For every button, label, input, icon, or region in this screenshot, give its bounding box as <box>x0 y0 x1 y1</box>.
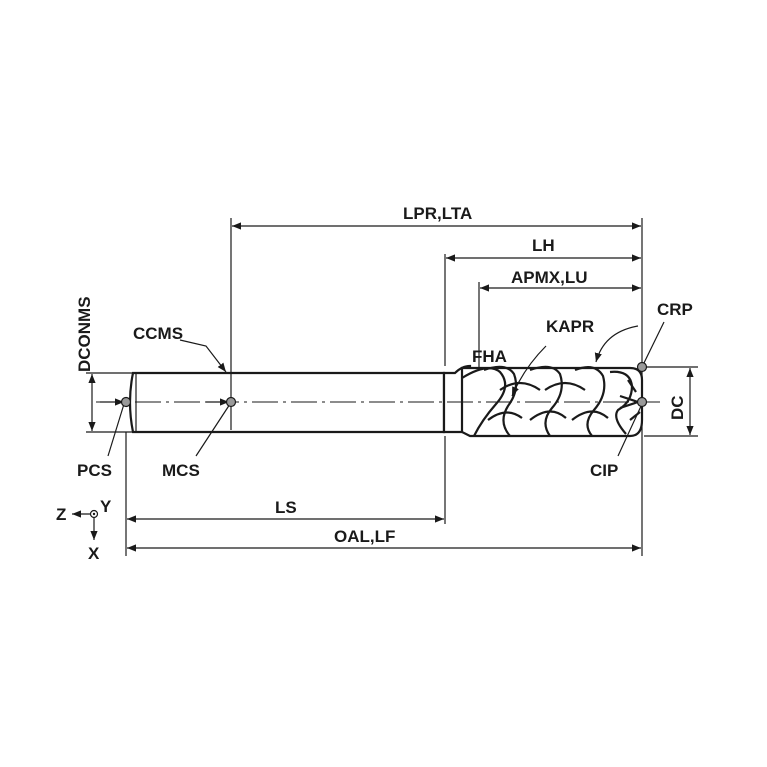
coordinate-system-icon <box>72 509 99 540</box>
pcs-leader <box>107 403 125 457</box>
apmx-lu-label: APMX,LU <box>511 268 588 287</box>
kapr-label: KAPR <box>546 317 594 336</box>
mcs-leader <box>195 403 231 457</box>
pcs-point <box>120 396 132 408</box>
cip-leader <box>617 403 643 457</box>
crp-leader <box>641 321 665 368</box>
ccms-leader <box>179 339 227 373</box>
axis-z-label: Z <box>56 505 66 524</box>
dconms-label: DCONMS <box>75 296 94 372</box>
lpr-lta-label: LPR,LTA <box>403 204 472 223</box>
cip-point <box>636 396 648 408</box>
crp-label: CRP <box>657 300 693 319</box>
lh-label: LH <box>532 236 555 255</box>
kapr-angle-arc <box>594 325 639 363</box>
cip-label: CIP <box>590 461 618 480</box>
fha-label: FHA <box>472 347 507 366</box>
axis-x-label: X <box>88 544 100 563</box>
ls-label: LS <box>275 498 297 517</box>
dc-label: DC <box>668 395 687 420</box>
oal-lf-label: OAL,LF <box>334 527 395 546</box>
pcs-label: PCS <box>77 461 112 480</box>
mcs-label: MCS <box>162 461 200 480</box>
ccms-label: CCMS <box>133 324 183 343</box>
mcs-point <box>225 396 237 408</box>
tool-flutes <box>460 365 644 438</box>
crp-point <box>636 361 648 373</box>
axis-y-label: Y <box>100 497 112 516</box>
extension-lines <box>86 218 698 556</box>
fha-angle-line <box>511 345 547 397</box>
